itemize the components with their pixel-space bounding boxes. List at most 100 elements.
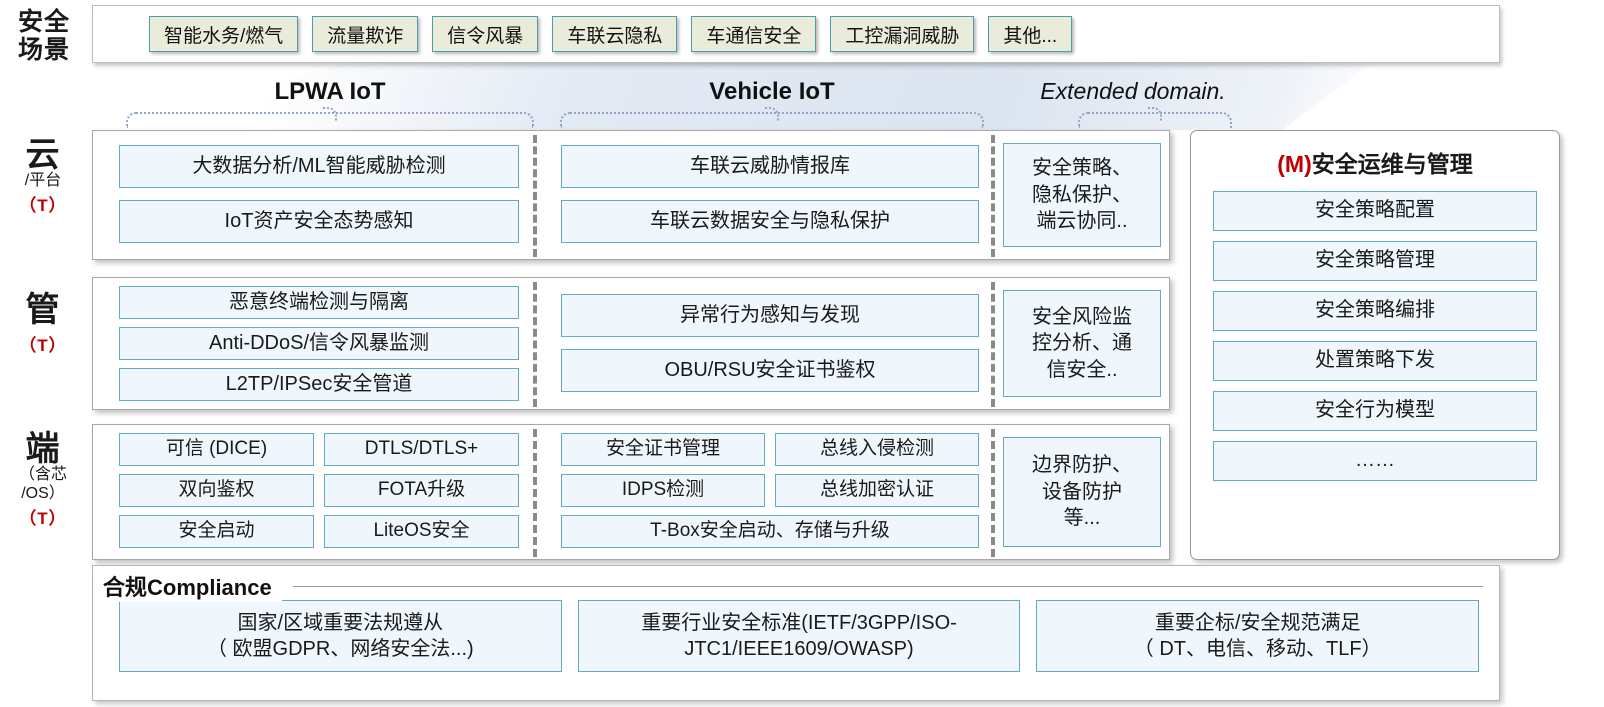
pipe-vehicle-column: 异常行为感知与发现 OBU/RSU安全证书鉴权 <box>561 294 979 392</box>
capability-box[interactable]: 安全启动 <box>119 515 314 548</box>
layer-device: 可信 (DICE) DTLS/DTLS+ 双向鉴权 FOTA升级 安全启动 Li… <box>92 424 1170 560</box>
domain-extended-brace <box>1078 112 1232 128</box>
rail-cloud: 云 /平台 （T） <box>0 138 86 216</box>
rail-device-sub1: （含芯 <box>18 466 67 483</box>
management-title-text: 安全运维与管理 <box>1311 151 1473 177</box>
capability-box[interactable]: L2TP/IPSec安全管道 <box>119 368 519 401</box>
scenario-bar: 智能水务/燃气 流量欺诈 信令风暴 车联云隐私 车通信安全 工控漏洞威胁 其他.… <box>92 5 1500 63</box>
rail-device-sub2: /OS） <box>21 484 65 502</box>
scenario-tag[interactable]: 信令风暴 <box>432 16 539 52</box>
capability-box[interactable]: 安全证书管理 <box>561 433 765 466</box>
management-item[interactable]: 处置策略下发 <box>1213 341 1537 381</box>
capability-box[interactable]: 边界防护、 设备防护 等... <box>1003 437 1161 547</box>
divider-device-1 <box>533 429 537 557</box>
capability-box[interactable]: 可信 (DICE) <box>119 433 314 466</box>
management-item[interactable]: 安全策略管理 <box>1213 241 1537 281</box>
management-title: (M)安全运维与管理 <box>1213 145 1537 179</box>
divider-cloud-1 <box>533 135 537 257</box>
domain-vehicle-brace <box>560 112 984 128</box>
cloud-extended-column: 安全策略、 隐私保护、 端云协同.. <box>1003 143 1161 247</box>
scenario-tag[interactable]: 流量欺诈 <box>312 16 419 52</box>
capability-line: 安全策略、 <box>1032 157 1132 180</box>
scenario-tag[interactable]: 车通信安全 <box>691 16 817 52</box>
capability-box[interactable]: 双向鉴权 <box>119 474 314 507</box>
scenario-tag[interactable]: 工控漏洞威胁 <box>830 16 975 52</box>
capability-box[interactable]: 车联云数据安全与隐私保护 <box>561 200 979 243</box>
capability-box[interactable]: 安全策略、 隐私保护、 端云协同.. <box>1003 143 1161 247</box>
capability-line: 等... <box>1063 507 1101 530</box>
capability-box[interactable]: FOTA升级 <box>324 474 519 507</box>
cloud-lpwa-column: 大数据分析/ML智能威胁检测 IoT资产安全态势感知 <box>119 145 519 243</box>
capability-line: 端云协同.. <box>1036 210 1128 233</box>
compliance-panel: 合规Compliance 国家/区域重要法规遵从 （ 欧盟GDPR、网络安全法.… <box>92 565 1500 701</box>
compliance-rule <box>293 586 1483 587</box>
domain-header-row: LPWA IoT Vehicle IoT Extended domain. <box>0 66 1604 130</box>
capability-box[interactable]: 总线加密认证 <box>775 474 979 507</box>
rail-cloud-big: 云 <box>25 136 61 174</box>
capability-box[interactable]: IDPS检测 <box>561 474 765 507</box>
capability-line: 安全风险监 <box>1032 305 1132 328</box>
scenario-tag[interactable]: 智能水务/燃气 <box>149 16 299 52</box>
scenario-tag[interactable]: 其他... <box>988 16 1073 52</box>
capability-box[interactable]: 车联云威胁情报库 <box>561 145 979 188</box>
divider-cloud-2 <box>991 135 995 257</box>
domain-vehicle: Vehicle IoT <box>560 78 984 128</box>
management-item[interactable]: 安全策略编排 <box>1213 291 1537 331</box>
domain-lpwa-title: LPWA IoT <box>274 78 386 105</box>
capability-box[interactable]: 总线入侵检测 <box>775 433 979 466</box>
capability-line: 隐私保护、 <box>1032 183 1132 206</box>
rail-pipe-big: 管 <box>25 291 61 329</box>
scenario-rail-line2: 场景 <box>17 36 70 64</box>
domain-lpwa: LPWA IoT <box>120 78 540 128</box>
divider-pipe-2 <box>991 282 995 407</box>
device-vehicle-column: 安全证书管理 总线入侵检测 IDPS检测 总线加密认证 T-Box安全启动、存储… <box>561 433 979 548</box>
capability-box[interactable]: 安全风险监 控分析、通 信安全.. <box>1003 290 1161 397</box>
capability-box[interactable]: 异常行为感知与发现 <box>561 294 979 337</box>
compliance-item[interactable]: 重要企标/安全规范满足 （ DT、电信、移动、TLF） <box>1036 600 1480 672</box>
scenario-rail-label: 安全 场景 <box>4 8 84 64</box>
compliance-title: 合规Compliance <box>103 570 282 602</box>
domain-lpwa-brace <box>126 112 534 128</box>
pipe-lpwa-column: 恶意终端检测与隔离 Anti-DDoS/信令风暴监测 L2TP/IPSec安全管… <box>119 286 519 401</box>
compliance-row: 国家/区域重要法规遵从 （ 欧盟GDPR、网络安全法...) 重要行业安全标准(… <box>119 600 1480 672</box>
compliance-item[interactable]: 重要行业安全标准(IETF/3GPP/ISO- JTC1/IEEE1609/OW… <box>577 600 1021 672</box>
rail-device: 端 （含芯 /OS） （T） <box>0 432 86 529</box>
capability-line: 信安全.. <box>1046 358 1118 381</box>
capability-box[interactable]: 恶意终端检测与隔离 <box>119 286 519 319</box>
management-panel: (M)安全运维与管理 安全策略配置 安全策略管理 安全策略编排 处置策略下发 安… <box>1190 130 1560 560</box>
capability-box[interactable]: IoT资产安全态势感知 <box>119 200 519 243</box>
cloud-vehicle-column: 车联云威胁情报库 车联云数据安全与隐私保护 <box>561 145 979 243</box>
domain-vehicle-title: Vehicle IoT <box>709 78 835 105</box>
device-extended-column: 边界防护、 设备防护 等... <box>1003 437 1161 547</box>
management-title-prefix: (M) <box>1277 151 1312 177</box>
capability-box[interactable]: DTLS/DTLS+ <box>324 433 519 466</box>
domain-extended-title: Extended domain. <box>1040 78 1226 104</box>
rail-pipe: 管 （T） <box>0 293 86 356</box>
divider-pipe-1 <box>533 282 537 407</box>
rail-device-tmark: （T） <box>19 508 67 528</box>
rail-cloud-sub: /平台 <box>24 172 62 189</box>
capability-line: 设备防护 <box>1042 480 1122 503</box>
rail-device-big: 端 <box>25 430 61 468</box>
pipe-extended-column: 安全风险监 控分析、通 信安全.. <box>1003 290 1161 397</box>
capability-box[interactable]: Anti-DDoS/信令风暴监测 <box>119 327 519 360</box>
capability-box[interactable]: OBU/RSU安全证书鉴权 <box>561 349 979 392</box>
management-item[interactable]: 安全策略配置 <box>1213 191 1537 231</box>
capability-box[interactable]: LiteOS安全 <box>324 515 519 548</box>
rail-cloud-tmark: （T） <box>19 195 67 215</box>
capability-box[interactable]: T-Box安全启动、存储与升级 <box>561 515 979 548</box>
capability-line: 边界防护、 <box>1032 454 1132 477</box>
layer-pipe: 恶意终端检测与隔离 Anti-DDoS/信令风暴监测 L2TP/IPSec安全管… <box>92 277 1170 410</box>
device-lpwa-grid: 可信 (DICE) DTLS/DTLS+ 双向鉴权 FOTA升级 安全启动 Li… <box>119 433 519 548</box>
management-item[interactable]: 安全行为模型 <box>1213 391 1537 431</box>
layer-cloud: 大数据分析/ML智能威胁检测 IoT资产安全态势感知 车联云威胁情报库 车联云数… <box>92 130 1170 260</box>
capability-line: 控分析、通 <box>1032 332 1132 355</box>
compliance-item[interactable]: 国家/区域重要法规遵从 （ 欧盟GDPR、网络安全法...) <box>119 600 562 672</box>
capability-box[interactable]: 大数据分析/ML智能威胁检测 <box>119 145 519 188</box>
scenario-rail-line1: 安全 <box>17 8 70 36</box>
domain-extended: Extended domain. <box>1008 78 1258 128</box>
management-item[interactable]: …… <box>1213 441 1537 481</box>
scenario-tag[interactable]: 车联云隐私 <box>552 16 678 52</box>
divider-device-2 <box>991 429 995 557</box>
